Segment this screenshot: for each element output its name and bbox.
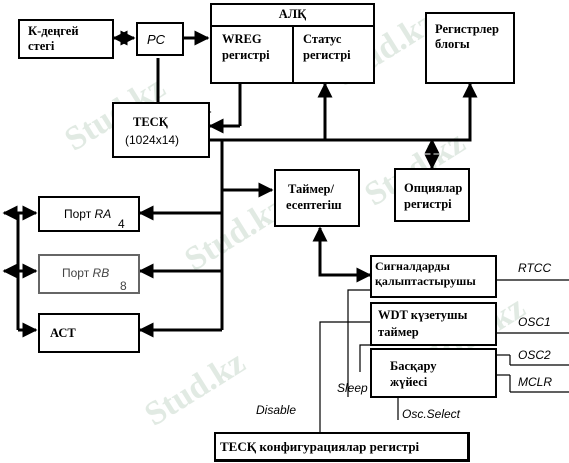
timer-block: Таймер/ есептегіш: [274, 169, 360, 227]
rom-label-2: (1024x14): [125, 133, 180, 147]
port-ra-block: Порт RA 4: [38, 196, 140, 232]
options-block: Опциялар регистрі: [394, 168, 470, 222]
wdt-block: WDT күзетушы таймер: [370, 302, 497, 346]
wreg-label-2: регистрі: [222, 48, 270, 62]
registers-block: Регистрлер блогы: [425, 12, 515, 84]
wdt-label-2: таймер: [378, 325, 419, 339]
pc-label: PC: [147, 32, 166, 47]
timer-label-1: Таймер/: [288, 182, 334, 196]
control-block: Басқару жүйесі: [370, 348, 497, 398]
osc2-label: OSC2: [518, 348, 551, 362]
adc-label: АСТ: [50, 326, 76, 340]
disable-line: [319, 321, 370, 437]
timer-signal-arrow: [312, 226, 372, 283]
mclr-label: MCLR: [518, 375, 553, 389]
port-ra-count: 4: [118, 217, 125, 231]
port-rb-block: Порт RB 8: [38, 254, 140, 294]
adc-block: АСТ: [38, 313, 140, 353]
status-label-1: Статус: [303, 32, 342, 46]
stack-label-1: К-деңгей: [28, 24, 79, 38]
disable-label: Disable: [256, 403, 297, 417]
wreg-block: WREG регистрі: [210, 25, 294, 84]
stack-label-2: стегі: [28, 39, 55, 53]
port-rb-label: Порт RB: [62, 266, 110, 280]
options-label-1: Опциялар: [404, 181, 463, 195]
signal-former-label-2: қалыптастырушы: [375, 274, 476, 288]
stack-block: К-деңгей стегі: [18, 19, 114, 59]
timer-label-2: есептегіш: [286, 198, 342, 212]
config-register-label: ТЕСҚ конфигурациялар регистрі: [220, 439, 420, 454]
pc-block: PC: [136, 22, 184, 56]
bus-registers: [210, 82, 478, 142]
signal-former-block: Сигналдарды қалыптастырушы: [370, 255, 497, 298]
control-label-1: Басқару: [390, 359, 437, 373]
control-label-2: жүйесі: [390, 375, 428, 389]
options-label-2: регистрі: [404, 197, 452, 211]
config-register-block: ТЕСҚ конфигурациялар регистрі: [214, 432, 470, 462]
rom-label-1: ТЕСҚ: [133, 115, 168, 129]
registers-label-2: блогы: [435, 37, 470, 51]
signal-former-label-1: Сигналдарды: [375, 259, 450, 273]
wdt-label-1: WDT күзетушы: [378, 308, 468, 322]
osc-select-label: Osc.Select: [402, 407, 461, 421]
alu-block: АЛҚ WREG регистрі Статус регистрі: [210, 3, 375, 84]
alu-label: АЛҚ: [278, 7, 307, 21]
wreg-label-1: WREG: [222, 32, 262, 46]
registers-label-1: Регистрлер: [435, 22, 499, 36]
port-rb-count: 8: [120, 279, 127, 293]
sleep-line: [347, 289, 370, 397]
rom-block: ТЕСҚ (1024x14): [112, 102, 210, 158]
port-ra-label: Порт RA: [64, 207, 112, 221]
sleep-label: Sleep: [337, 381, 368, 395]
status-block: Статус регистрі: [292, 25, 375, 84]
osc1-label: OSC1: [518, 315, 551, 329]
rtcc-label: RTCC: [518, 261, 552, 275]
status-label-2: регистрі: [303, 48, 351, 62]
